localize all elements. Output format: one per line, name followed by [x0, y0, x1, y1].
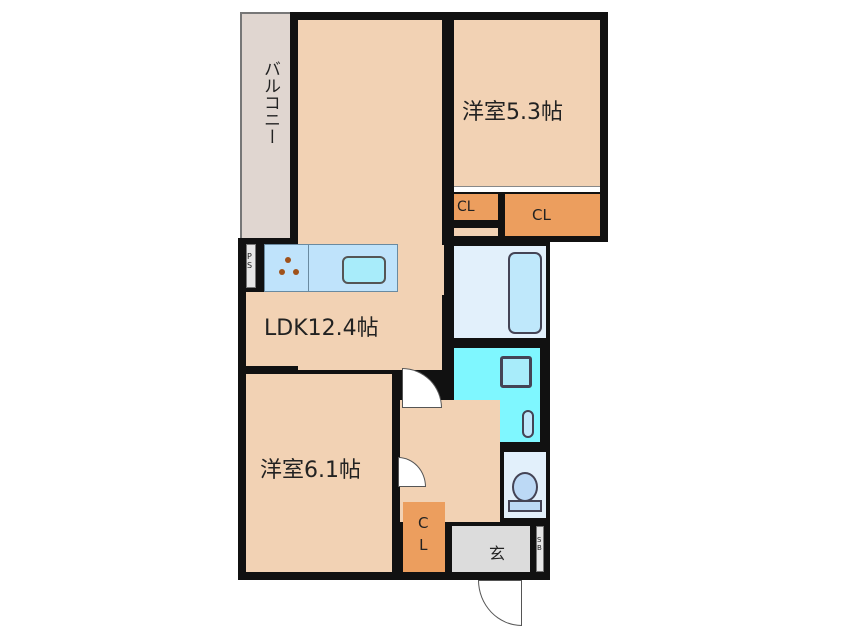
closet-large	[505, 194, 600, 236]
room-a-floor	[454, 20, 600, 186]
closet-vertical	[403, 502, 445, 572]
closet-rail	[454, 186, 600, 192]
balcony-label: バルコニー	[260, 60, 280, 145]
room-b-floor	[246, 374, 392, 572]
entrance	[452, 526, 530, 572]
entrance-label: 玄	[489, 544, 506, 563]
stove-icon	[265, 245, 309, 291]
bathtub-icon	[508, 252, 542, 334]
washbasin-icon	[522, 410, 534, 438]
balcony	[240, 12, 296, 242]
ldk-floor-lower	[246, 292, 442, 366]
room-b-label: 洋室6.1帖	[260, 458, 361, 483]
closet-small-shelf	[454, 228, 498, 236]
closet-large-label: CL	[532, 206, 551, 224]
shoe-box	[536, 526, 544, 572]
washing-machine-icon	[500, 356, 532, 388]
ldk-label: LDK12.4帖	[264, 316, 379, 341]
hall-floor	[400, 400, 500, 522]
pipe-space	[246, 244, 256, 288]
closet-small	[454, 194, 498, 220]
sink-icon	[342, 256, 386, 284]
toilet-tank-icon	[508, 500, 542, 512]
entrance-door-arc	[478, 580, 522, 626]
toilet-icon	[512, 472, 538, 502]
closet-small-label: CL	[457, 199, 475, 215]
room-a-label: 洋室5.3帖	[462, 100, 563, 125]
